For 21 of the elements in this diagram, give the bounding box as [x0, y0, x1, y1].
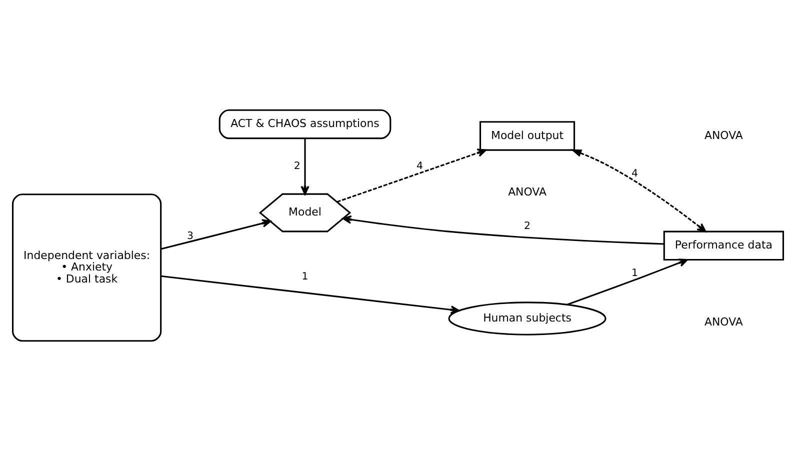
edge-label: 1 — [302, 271, 308, 282]
label: ANOVA — [704, 128, 743, 142]
edge-label: 3 — [186, 230, 194, 242]
node-box: Independent variables: • Anxiety • Dual task — [12, 193, 162, 342]
arrow — [570, 148, 706, 232]
node-box: Performance data — [663, 230, 784, 260]
edge-label: 4 — [632, 168, 638, 179]
arrow — [566, 258, 688, 305]
label: ANOVA — [508, 184, 546, 198]
arrow — [342, 214, 664, 244]
edge-label: 2 — [294, 160, 300, 172]
arrow — [160, 274, 460, 314]
node-box: Model output — [479, 120, 576, 150]
edge-label: 1 — [632, 267, 638, 278]
arrow — [300, 138, 310, 194]
edge-label: 2 — [524, 220, 531, 232]
arrow — [336, 148, 487, 202]
arrow — [160, 218, 272, 250]
label: ANOVA — [704, 314, 743, 328]
node-box: ACT & CHAOS assumptions — [218, 108, 392, 139]
edge-label: 4 — [416, 160, 424, 172]
